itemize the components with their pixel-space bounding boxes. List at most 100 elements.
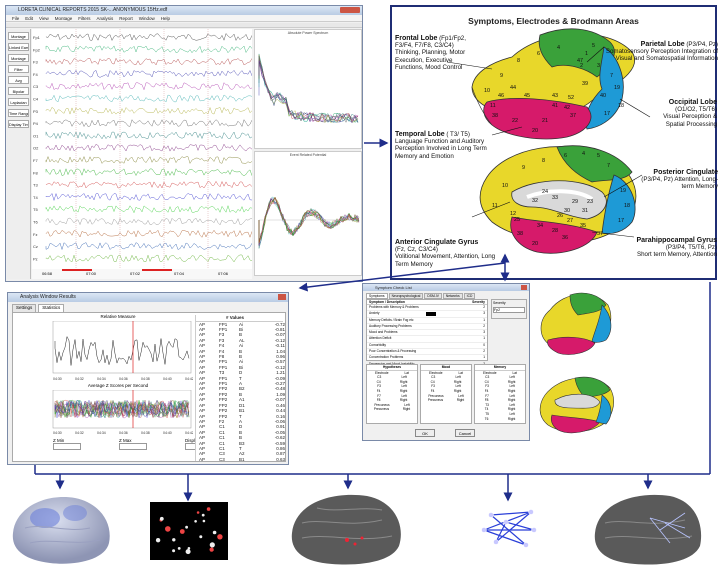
ok-button[interactable]: OK [415, 429, 435, 437]
brodmann-number: 9 [500, 73, 503, 79]
stats-tab[interactable]: Settings [12, 304, 37, 312]
cancel-button[interactable]: Cancel [455, 429, 475, 437]
severity-search[interactable]: Fp2 [493, 307, 525, 313]
control-input[interactable] [53, 443, 81, 450]
menu-item[interactable]: Filters [78, 16, 91, 21]
stats-titlebar[interactable]: Analysis Window Results [8, 293, 288, 302]
menu-item[interactable]: File [12, 16, 20, 21]
menu-item[interactable]: Analysis [96, 16, 114, 21]
list-header-cell: Severity [472, 300, 485, 304]
sidebar-control[interactable]: Display Time [8, 120, 29, 128]
sidebar-control[interactable]: Linked Ears [8, 43, 29, 51]
symptom-tab[interactable]: Symptoms [366, 293, 388, 299]
sidebar-control[interactable]: Bipolar [8, 87, 29, 95]
stats-tab[interactable]: Statistics [38, 304, 65, 312]
menu-item[interactable]: Window [138, 16, 155, 21]
sidebar-control[interactable]: Montage [8, 32, 29, 40]
channel-label: C4 [33, 97, 39, 102]
menu-item[interactable]: View [39, 16, 49, 21]
sidebar-control[interactable]: Avg [8, 76, 29, 84]
symptom-titlebar[interactable]: Symptom Check List [363, 284, 529, 291]
symptom-tab[interactable]: Networks [442, 293, 463, 299]
window-controls[interactable] [340, 7, 360, 13]
sidebar-control[interactable]: Filter [8, 65, 29, 73]
menu-item[interactable]: Edit [25, 16, 34, 21]
symptom-tab[interactable]: ICD [463, 293, 476, 299]
sidebar-control[interactable]: Time Range [8, 109, 29, 117]
control-input[interactable] [119, 443, 147, 450]
eeg-window-titlebar[interactable]: LORETA CLINICAL REPORTS 2015 SK-...ANONY… [6, 6, 362, 15]
menu-item[interactable]: Report [119, 16, 133, 21]
close-icon[interactable] [521, 285, 527, 290]
menu-item[interactable]: Montage [54, 16, 73, 21]
sidebar-control[interactable]: Laplacian [8, 98, 29, 106]
menu-item[interactable]: Help [160, 16, 171, 21]
symptom-tab[interactable]: DSM-IV [424, 293, 442, 299]
sidebar-control[interactable]: Montage [8, 54, 29, 62]
symptom-tab[interactable]: Neuropsychological [388, 293, 424, 299]
close-icon[interactable] [278, 294, 286, 300]
